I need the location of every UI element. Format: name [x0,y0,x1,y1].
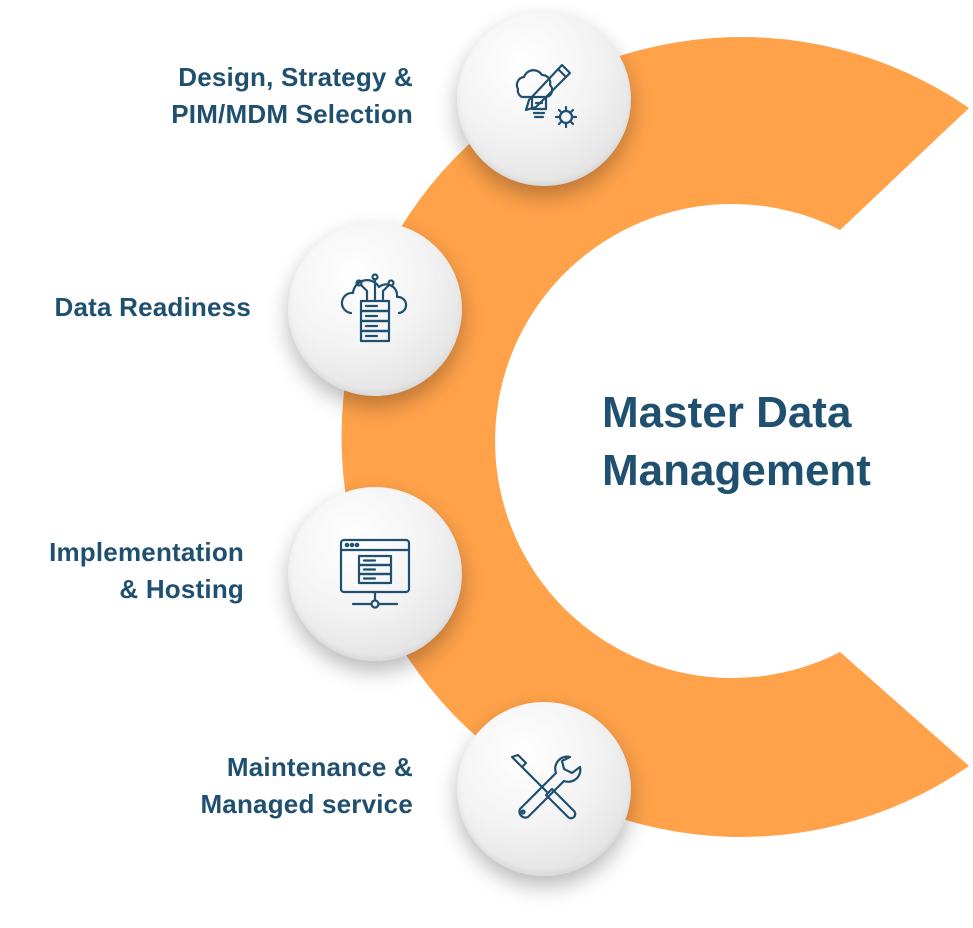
step-node-implementation [288,487,462,661]
step-label-data-readiness: Data Readiness [55,289,251,326]
step-node-maintenance [457,702,631,876]
wrench-screwdriver-icon [510,753,582,820]
step-node-design [457,12,631,186]
step-node-data-readiness [288,222,462,396]
step-label-implementation: Implementation & Hosting [49,534,244,608]
title-line: Master Data [602,388,852,437]
step-label-maintenance: Maintenance & Managed service [200,749,413,823]
title-line: Management [602,446,871,495]
ring-shape [341,36,969,837]
step-label-line: Maintenance & [226,752,413,782]
step-label-line: PIM/MDM Selection [171,99,413,129]
step-label-line: & Hosting [119,574,244,604]
diagram-title: Master Data Management [602,384,871,500]
step-label-line: Managed service [200,789,413,819]
step-label-line: Design, Strategy & [178,62,413,92]
step-label-design: Design, Strategy & PIM/MDM Selection [171,59,413,133]
idea-bulb-gear-pencil-icon [515,63,578,129]
hosting-server-window-icon [339,538,411,609]
step-label-line: Implementation [49,537,244,567]
step-label-line: Data Readiness [54,292,251,322]
cloud-server-icon [340,273,408,343]
